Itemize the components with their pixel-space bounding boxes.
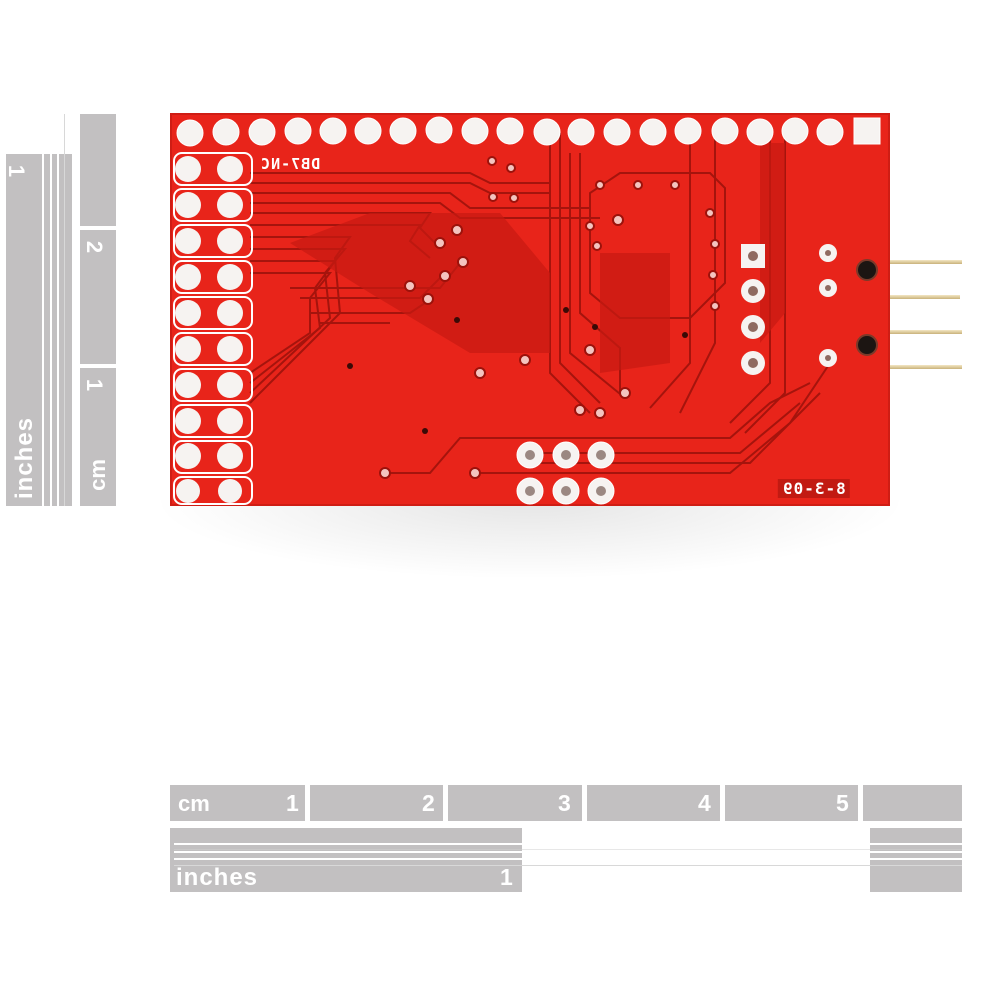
inches-bar-end — [870, 828, 962, 892]
cm-number-3: 3 — [558, 790, 571, 816]
cm-bar-4 — [587, 785, 720, 821]
board-shadow — [150, 500, 910, 580]
left-cm-bar-1 — [80, 114, 116, 226]
bottom-ruler: cm 1 2 3 4 5 inches 1 — [170, 785, 965, 895]
header-pin — [888, 295, 960, 299]
cm-number-5: 5 — [836, 790, 849, 816]
left-cm-label: cm — [84, 459, 110, 491]
date-code-label: 8-3-09 — [778, 479, 850, 498]
inches-number: 1 — [500, 864, 513, 890]
left-cm-bar-2 — [80, 230, 116, 364]
cm-bar-1 — [170, 785, 305, 821]
left-ruler-inches-bar — [6, 154, 72, 506]
left-inches-label: inches — [11, 416, 38, 499]
inches-label: inches — [176, 864, 259, 891]
left-ruler-ticks — [42, 114, 70, 506]
header-pin — [888, 330, 962, 334]
inches-bar — [170, 828, 522, 892]
cm-bar-2 — [310, 785, 443, 821]
cm-number-4: 4 — [698, 790, 711, 816]
left-inches-number: 1 — [4, 164, 30, 178]
header-pin — [888, 365, 962, 369]
ruler-tick-lines — [174, 833, 962, 877]
header-pin — [888, 260, 962, 264]
left-ruler: 1 inches 2 1 cm — [0, 110, 120, 510]
cm-label: cm — [178, 791, 210, 816]
cm-bar-3 — [448, 785, 582, 821]
pcb-traces-svg — [173, 116, 881, 505]
left-cm-number-2: 2 — [82, 240, 108, 254]
left-cm-number-1: 1 — [82, 378, 108, 392]
cm-bar-6 — [863, 785, 962, 821]
cm-number-2: 2 — [422, 790, 435, 816]
cm-bar-5 — [725, 785, 858, 821]
header-pins — [888, 258, 963, 373]
left-cm-bar-3 — [80, 368, 116, 506]
silkscreen-label: DB7-NC — [260, 155, 321, 173]
cm-number-1: 1 — [286, 790, 299, 816]
pcb-board: DB7-NC 8-3-09 — [170, 113, 890, 506]
